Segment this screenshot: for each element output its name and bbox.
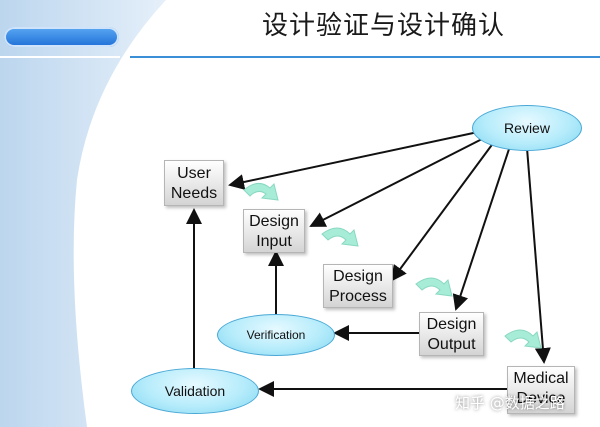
review-ellipse: Review (472, 105, 582, 151)
arrow-review-to-design-input (309, 137, 485, 227)
design-process-box: Design Process (323, 264, 393, 308)
arrow-review-to-design-output (452, 145, 511, 311)
logo-badge (4, 27, 119, 47)
decorative-band (0, 0, 170, 427)
swoosh-arrow (504, 329, 542, 349)
arrow-review-to-medical-device (526, 147, 551, 364)
swoosh-arrow (321, 227, 359, 247)
design-output-box: Design Output (419, 312, 484, 356)
page-title: 设计验证与设计确认 (262, 11, 506, 41)
medical-device-box: Medical Device (507, 366, 575, 414)
validation-ellipse: Validation (131, 368, 259, 414)
user-needs-box: User Needs (164, 160, 224, 206)
swoosh-arrow (243, 183, 279, 201)
arrow-review-to-user-needs (228, 131, 479, 190)
swoosh-arrow (415, 277, 453, 297)
design-input-box: Design Input (243, 209, 305, 253)
verification-ellipse: Verification (217, 314, 335, 356)
watermark: 知乎 @数据之路 (455, 394, 565, 412)
decorative-band-curve (73, 0, 173, 427)
arrow-review-to-design-process (390, 141, 495, 282)
